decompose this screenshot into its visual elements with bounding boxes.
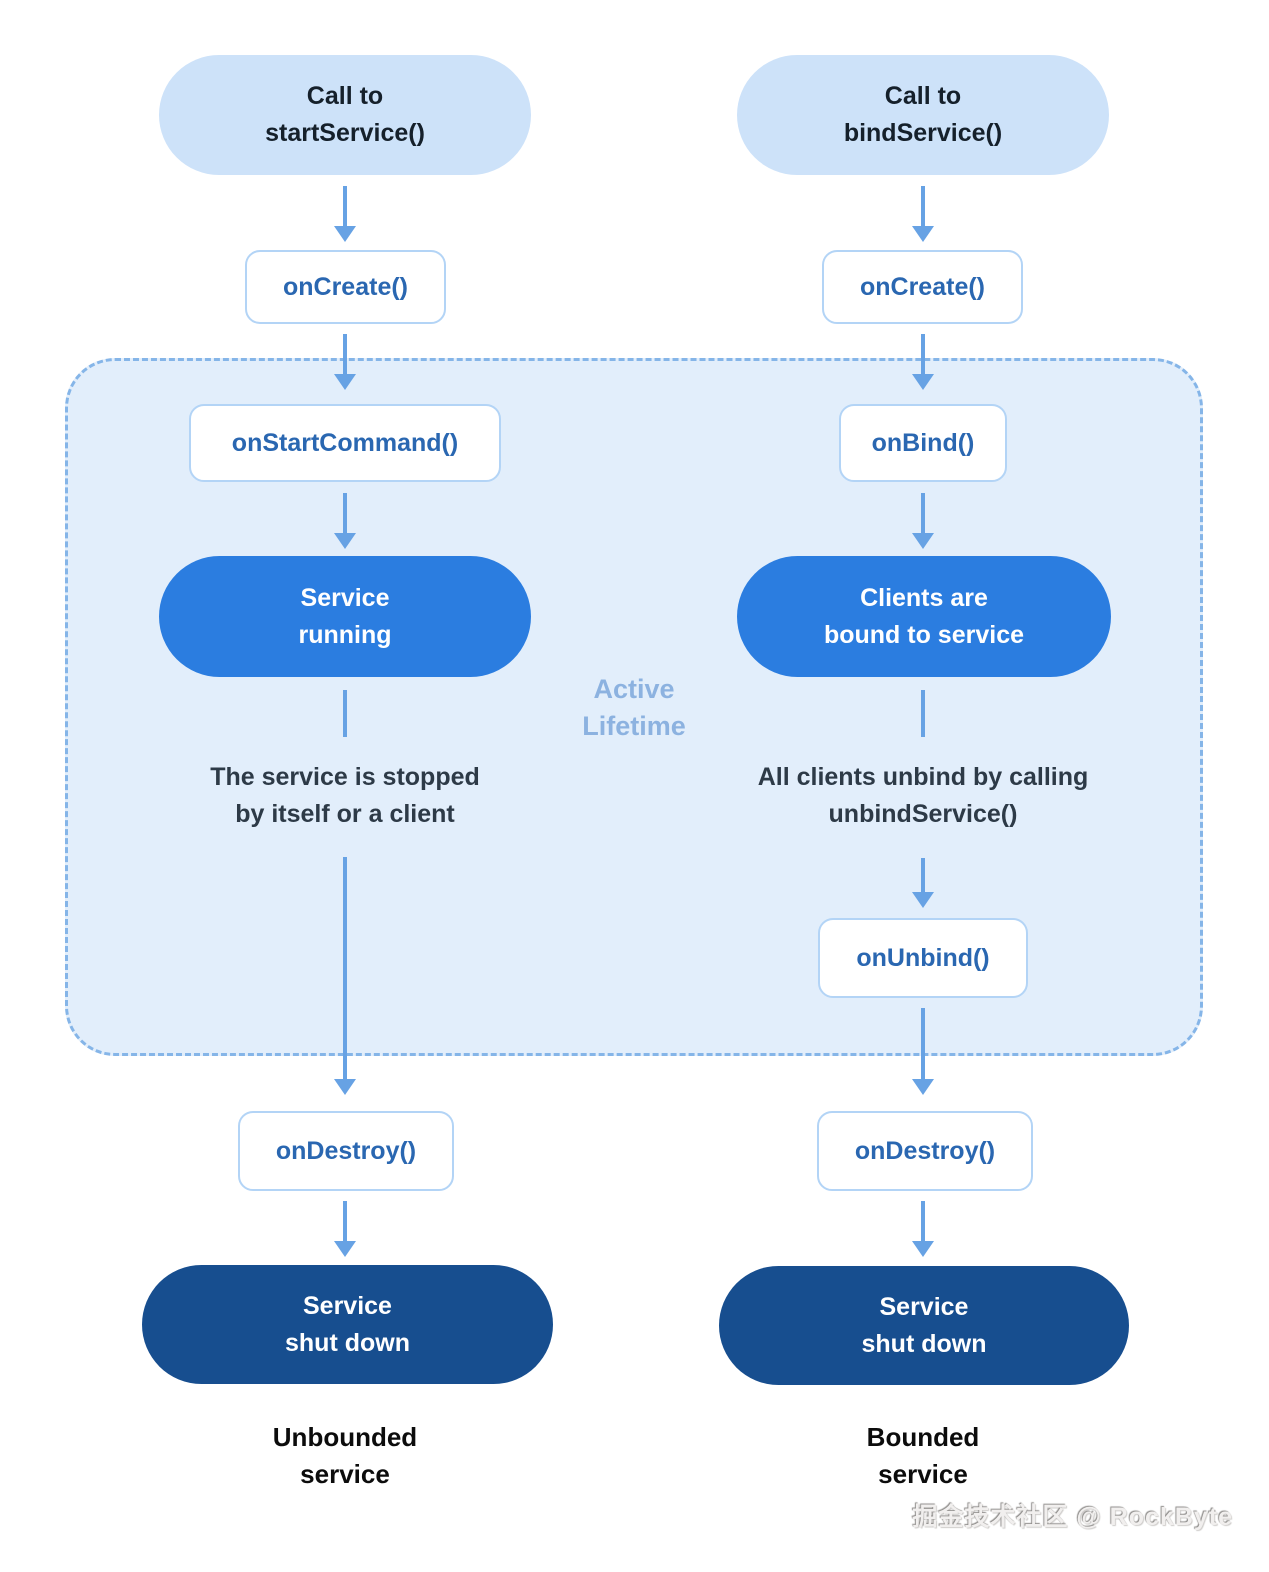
- flow-arrow: [921, 858, 925, 894]
- flow-arrow: [343, 186, 347, 228]
- right-service-shutdown-pill: Service shut down: [719, 1266, 1129, 1385]
- left-service-shutdown-pill: Service shut down: [142, 1265, 553, 1384]
- left-caption-unbounded: Unbounded service: [272, 1422, 418, 1489]
- flow-line: [921, 690, 925, 737]
- left-onstartcommand-box: onStartCommand(): [189, 404, 501, 482]
- left-service-running-pill: Service running: [159, 556, 531, 677]
- left-stop-note: The service is stopped by itself or a cl…: [210, 763, 480, 828]
- flow-arrow: [343, 334, 347, 376]
- left-oncreate-box: onCreate(): [245, 250, 446, 324]
- right-unbind-note: All clients unbind by calling unbindServ…: [757, 763, 1089, 828]
- right-onunbind-box: onUnbind(): [818, 918, 1028, 998]
- flow-arrow: [921, 493, 925, 535]
- right-onbind-box: onBind(): [839, 404, 1007, 482]
- flow-arrow: [343, 1201, 347, 1243]
- flow-arrow: [343, 493, 347, 535]
- flow-arrow: [921, 1008, 925, 1081]
- left-ondestroy-box: onDestroy(): [238, 1111, 454, 1191]
- right-call-bind-service-pill: Call to bindService(): [737, 55, 1109, 175]
- watermark: 掘金技术社区 @ RockByte: [912, 1503, 1233, 1531]
- right-oncreate-box: onCreate(): [822, 250, 1023, 324]
- right-ondestroy-box: onDestroy(): [817, 1111, 1033, 1191]
- flow-arrow: [343, 857, 347, 1081]
- left-call-start-service-pill: Call to startService(): [159, 55, 531, 175]
- flow-line: [343, 690, 347, 737]
- flow-arrow: [921, 186, 925, 228]
- flow-arrow: [921, 334, 925, 376]
- right-clients-bound-pill: Clients are bound to service: [737, 556, 1111, 677]
- flow-arrow: [921, 1201, 925, 1243]
- right-caption-bounded: Bounded service: [866, 1422, 980, 1489]
- active-lifetime-label: Active Lifetime: [582, 674, 686, 741]
